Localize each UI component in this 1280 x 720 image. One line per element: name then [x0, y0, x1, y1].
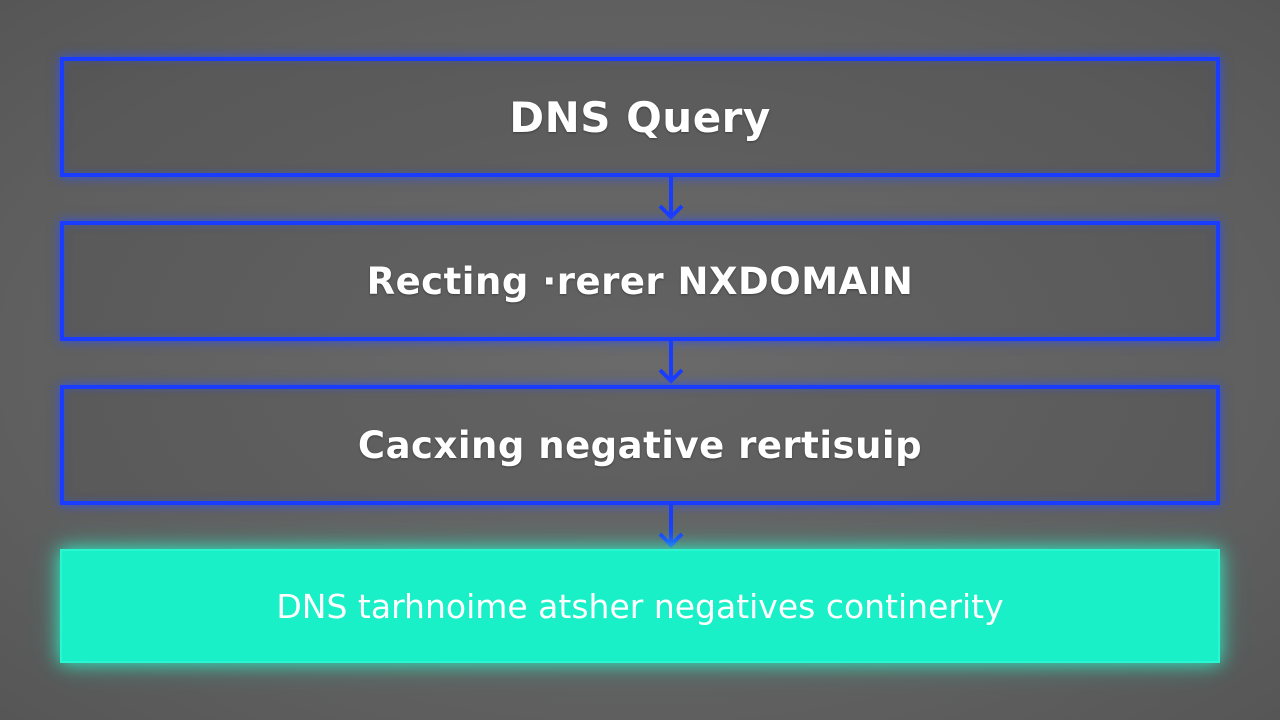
flow-arrow-down-icon: [656, 504, 686, 550]
flow-arrow-down-icon: [656, 340, 686, 386]
step-label: Cacxing negative rertisuip: [357, 423, 923, 467]
step-box-dns-query: DNS Query: [60, 57, 1220, 177]
flow-arrow-down-icon: [656, 176, 686, 222]
step-label: Recting ·rerer NXDOMAIN: [366, 259, 914, 303]
step-box-final-result: DNS tarhnoime atsher negatives contineri…: [60, 549, 1220, 663]
step-box-negative-caching: Cacxing negative rertisuip: [60, 385, 1220, 505]
step-label: DNS Query: [509, 92, 771, 142]
step-label: DNS tarhnoime atsher negatives contineri…: [276, 586, 1004, 626]
step-box-nxdomain: Recting ·rerer NXDOMAIN: [60, 221, 1220, 341]
